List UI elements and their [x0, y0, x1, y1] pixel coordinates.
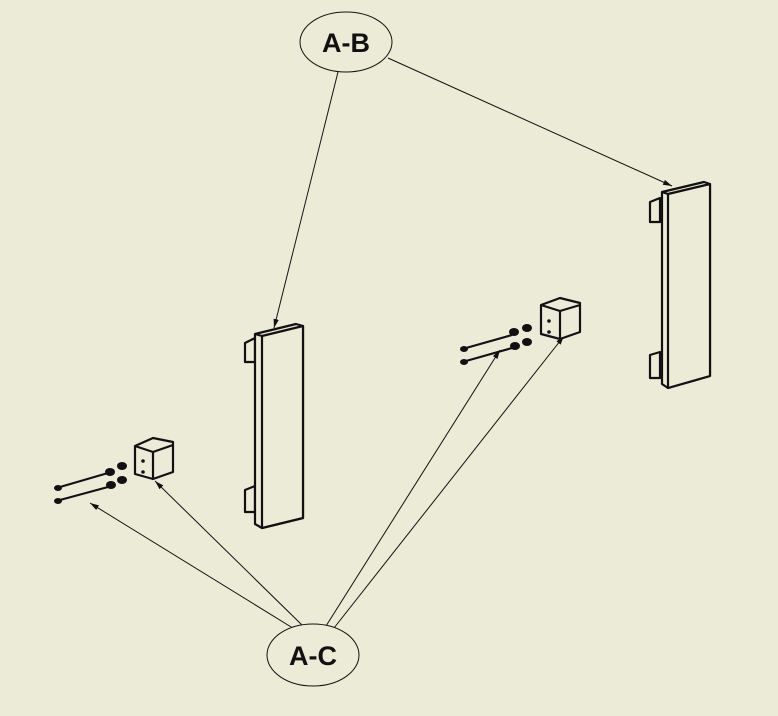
balloon-ab-label: A-B [322, 28, 370, 58]
right-screws [460, 324, 532, 365]
balloon-ac-label: A-C [289, 641, 337, 671]
balloon-ac: A-C [266, 623, 360, 687]
leader-ac-left-bracket [154, 480, 304, 627]
leader-ab-left [273, 71, 339, 329]
leader-ac-right-bracket [333, 335, 565, 629]
balloon-ab: A-B [299, 11, 393, 73]
leader-ac-left-screws [89, 502, 297, 631]
leader-ac-right-screws [325, 349, 501, 627]
leader-ab-right [387, 57, 673, 187]
left-screws [54, 462, 127, 504]
right-bracket [539, 296, 582, 341]
right-panel [648, 180, 712, 390]
left-panel [243, 322, 305, 530]
left-bracket [133, 436, 175, 481]
